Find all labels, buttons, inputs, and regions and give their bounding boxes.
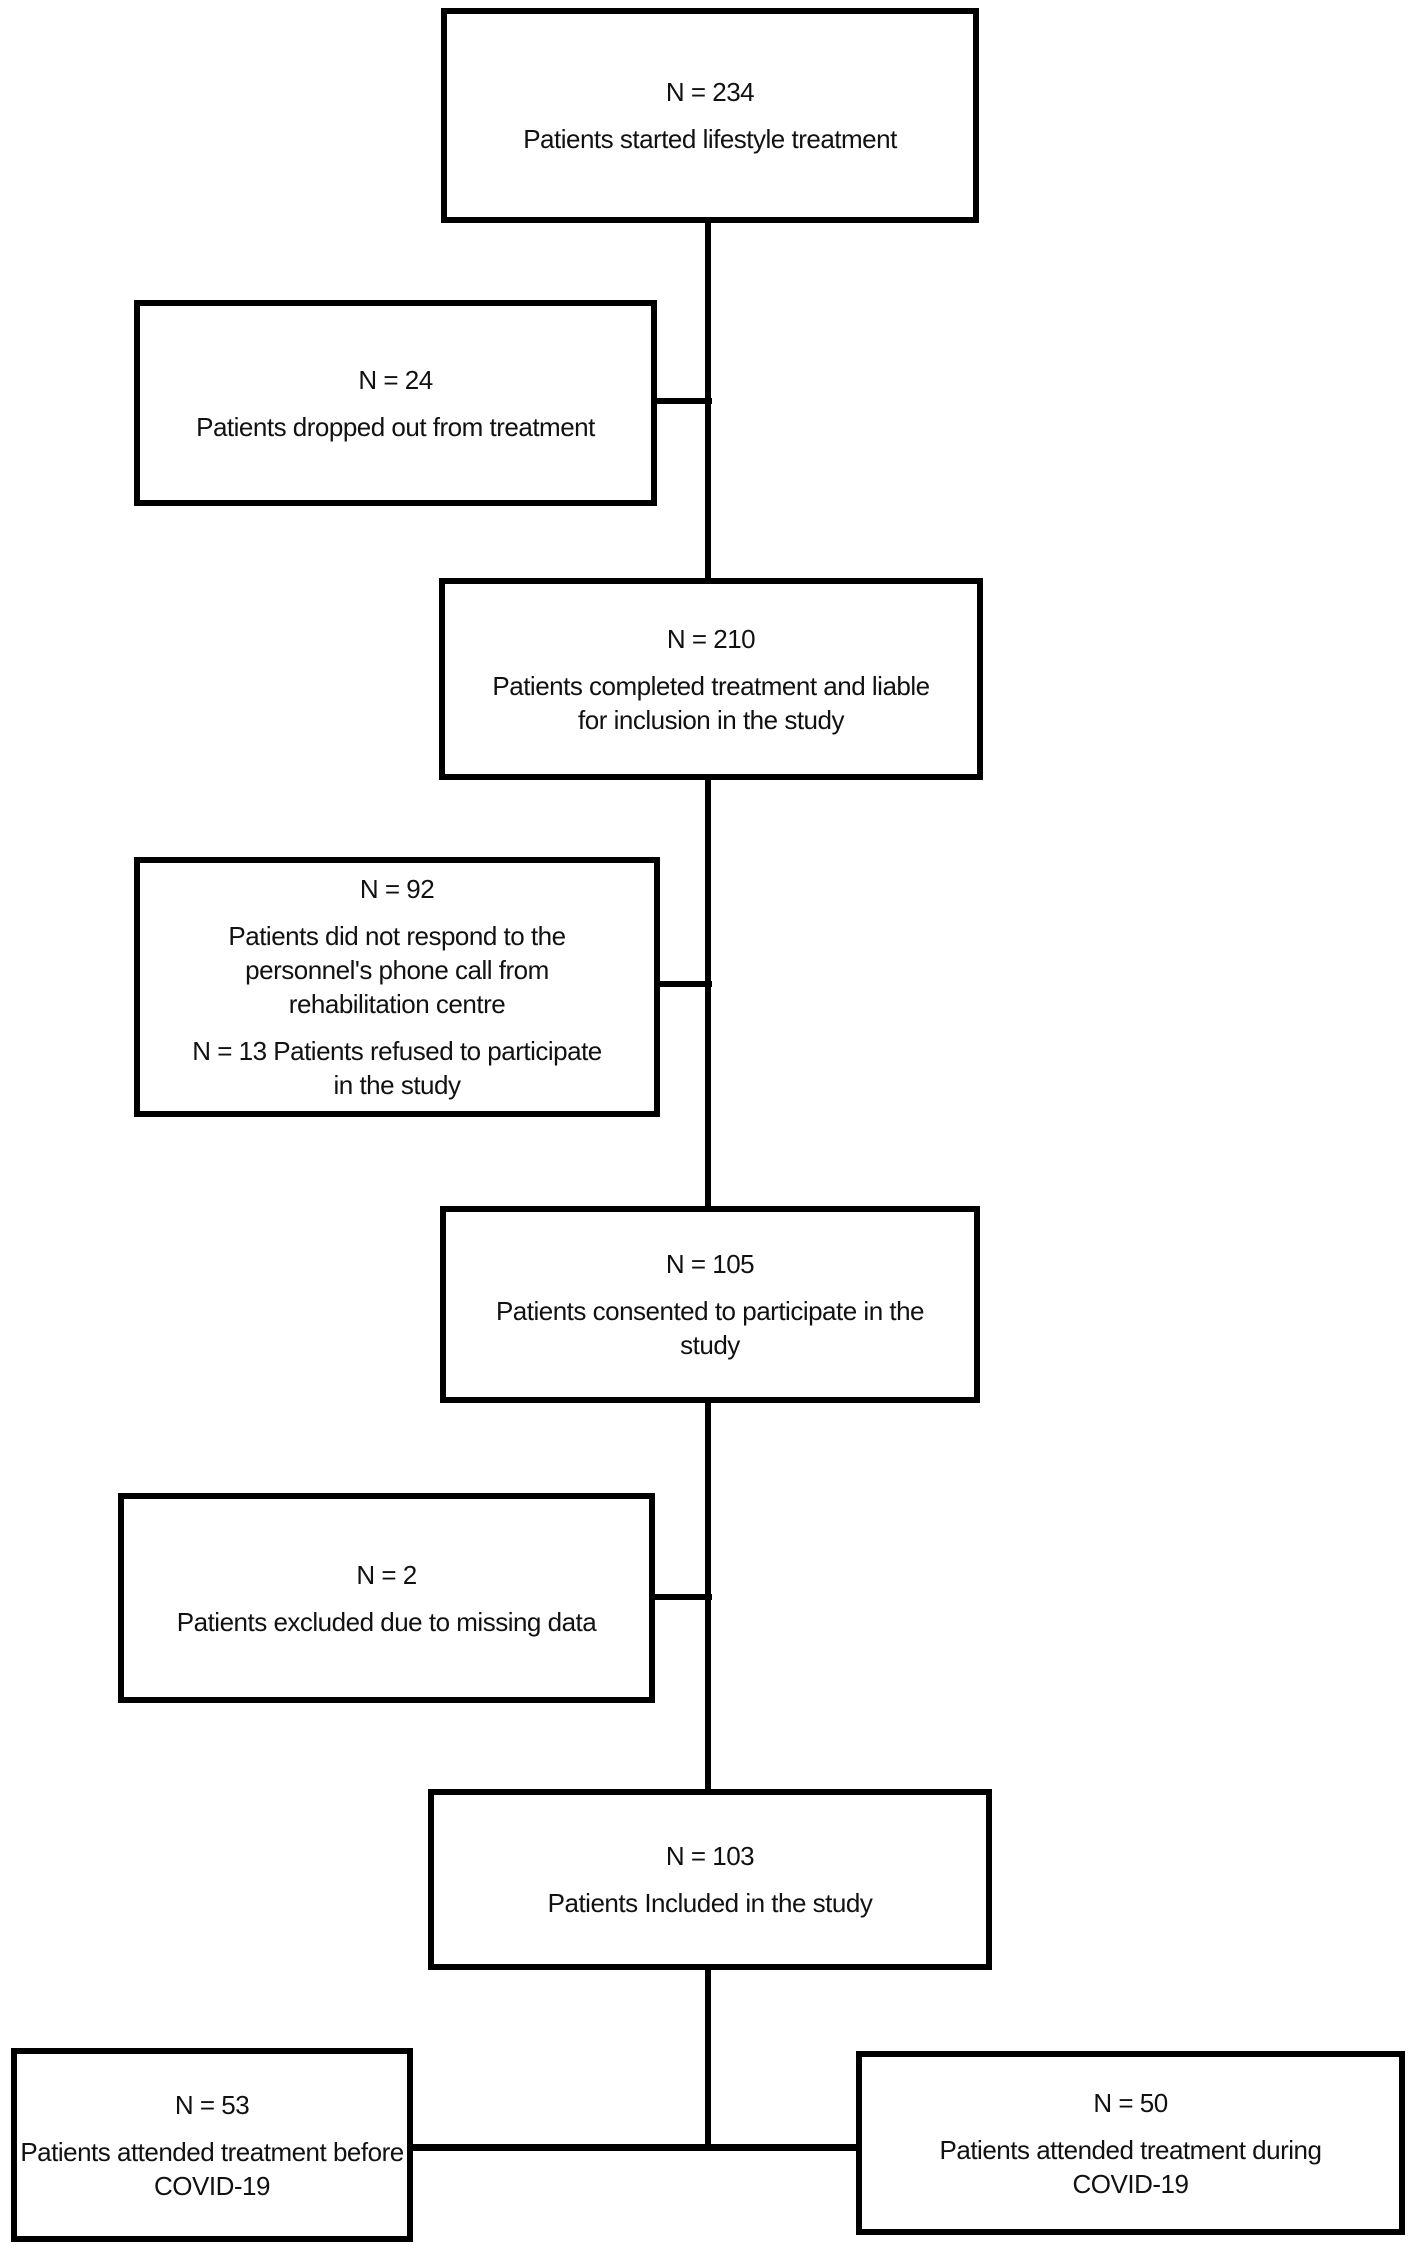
box-description: Patients dropped out from treatment bbox=[196, 410, 595, 444]
desc-line: in the study bbox=[333, 1070, 461, 1100]
box-description: Patients Included in the study bbox=[548, 1886, 873, 1920]
n-count: N = 92 bbox=[359, 874, 435, 904]
flow-box-before-covid: N = 53 Patients attended treatment befor… bbox=[11, 2048, 413, 2242]
box-description: Patients attended treatment before COVID… bbox=[20, 2135, 404, 2203]
connector-nonresponse-branch bbox=[658, 981, 712, 987]
flow-box-during-covid: N = 50 Patients attended treatment durin… bbox=[856, 2051, 1405, 2235]
n-count: N = 210 bbox=[666, 623, 756, 654]
n-count: N = 105 bbox=[665, 1249, 755, 1279]
connector-dropout-branch bbox=[655, 398, 712, 404]
flow-box-started-treatment: N = 234 Patients started lifestyle treat… bbox=[441, 8, 979, 223]
box-description: Patients did not respond to the personne… bbox=[228, 919, 566, 1021]
flow-box-included: N = 103 Patients Included in the study bbox=[428, 1789, 992, 1970]
desc-line: personnel's phone call from bbox=[245, 955, 549, 985]
desc-line: study bbox=[680, 1330, 740, 1360]
flow-box-consented: N = 105 Patients consented to participat… bbox=[440, 1206, 980, 1403]
n-count: N = 2 bbox=[356, 1559, 417, 1590]
box-description: Patients completed treatment and liable … bbox=[492, 669, 930, 737]
desc-line: Patients Included in the study bbox=[547, 1888, 873, 1918]
connector-included-to-covid-groups bbox=[705, 1968, 711, 2149]
box-description: Patients consented to participate in the… bbox=[495, 1294, 925, 1362]
desc-line: N = 13 Patients refused to participate bbox=[192, 1036, 602, 1066]
desc-line: COVID-19 bbox=[1072, 2168, 1189, 2199]
flow-box-completed-treatment: N = 210 Patients completed treatment and… bbox=[439, 578, 983, 780]
desc-line: Patients consented to participate in the bbox=[495, 1296, 925, 1326]
desc-line: Patients attended treatment during bbox=[939, 2134, 1322, 2165]
n-count: N = 24 bbox=[358, 364, 433, 395]
connector-completed-to-consented bbox=[705, 778, 711, 1209]
box-description-secondary: N = 13 Patients refused to participate i… bbox=[192, 1034, 602, 1102]
n-count: N = 103 bbox=[665, 1841, 755, 1871]
desc-line: Patients dropped out from treatment bbox=[196, 411, 595, 442]
n-count: N = 50 bbox=[1093, 2087, 1168, 2118]
desc-line: COVID-19 bbox=[154, 2170, 270, 2201]
desc-line: rehabilitation centre bbox=[288, 989, 506, 1019]
n-count: N = 234 bbox=[665, 77, 755, 107]
flow-box-dropped-out: N = 24 Patients dropped out from treatme… bbox=[134, 300, 657, 506]
desc-line: Patients started lifestyle treatment bbox=[523, 124, 897, 154]
flow-box-did-not-respond: N = 92 Patients did not respond to the p… bbox=[134, 857, 660, 1117]
box-description: Patients started lifestyle treatment bbox=[523, 122, 897, 156]
connector-covid-split-bar bbox=[411, 2144, 858, 2151]
flow-box-excluded-missing-data: N = 2 Patients excluded due to missing d… bbox=[118, 1493, 655, 1703]
box-description: Patients attended treatment during COVID… bbox=[940, 2133, 1322, 2201]
box-description: Patients excluded due to missing data bbox=[176, 1605, 597, 1639]
connector-exclusion-branch bbox=[653, 1594, 712, 1600]
desc-line: for inclusion in the study bbox=[578, 704, 844, 735]
desc-line: Patients completed treatment and liable bbox=[492, 670, 930, 701]
desc-line: Patients excluded due to missing data bbox=[176, 1606, 597, 1637]
desc-line: Patients did not respond to the bbox=[228, 921, 566, 951]
desc-line: Patients attended treatment before bbox=[20, 2136, 404, 2167]
n-count: N = 53 bbox=[174, 2089, 250, 2120]
